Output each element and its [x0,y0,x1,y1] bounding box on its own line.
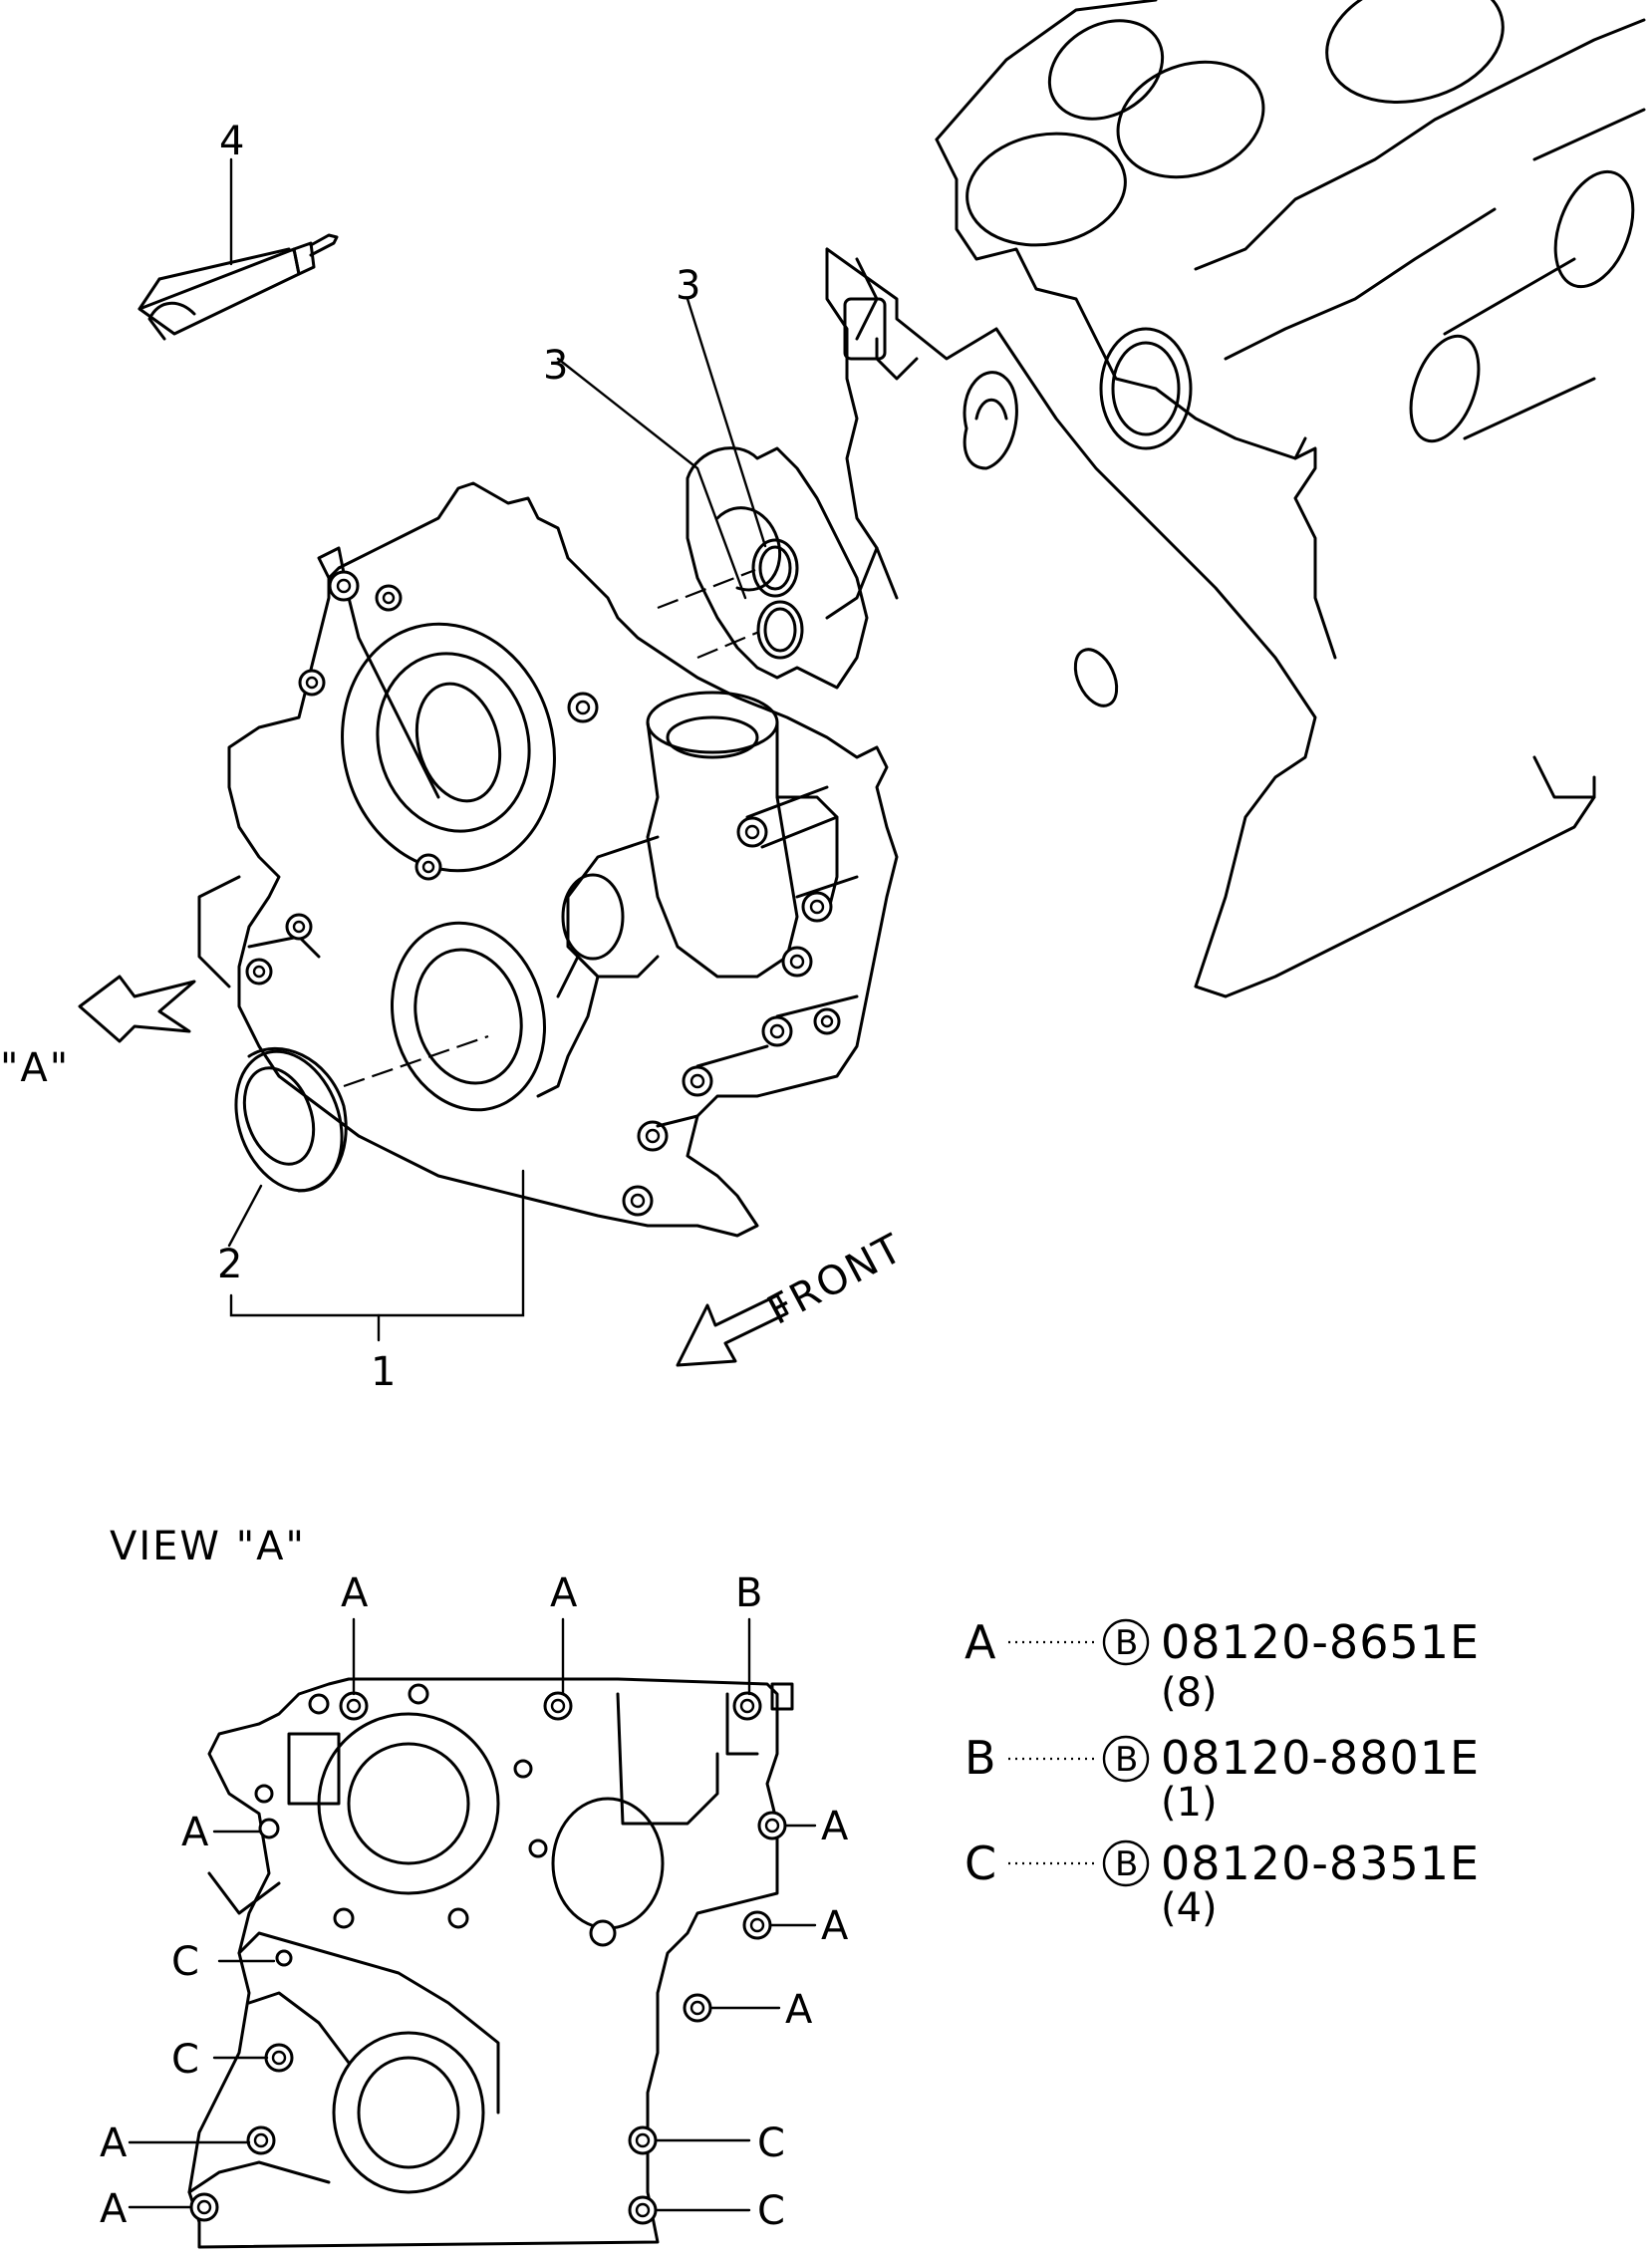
oil-seal [227,1034,489,1248]
callout-part-1: 1 [371,1349,396,1395]
callout-part-3a: 3 [543,343,568,389]
marker-right-3: A [785,1987,813,2033]
leader-part-1 [229,1169,525,1317]
marker-left-c2: C [171,2037,199,2083]
marker-top-mid: A [550,1570,578,1616]
legend-qty-b: (1) [1161,1780,1218,1826]
front-cover [197,481,899,1238]
legend-key-b: B [964,1731,997,1785]
legend-partno-a: 08120-8651E [1161,1615,1480,1669]
sealant-tube [138,157,339,341]
marker-right-c1: C [757,2120,785,2166]
marker-right-1: A [821,1804,849,1849]
marker-left-c1: C [171,1939,199,1985]
marker-left-a2: A [100,2120,128,2166]
legend-partno-b: 08120-8801E [1161,1731,1480,1785]
legend-qty-c: (4) [1161,1885,1218,1931]
legend-circle-a: B [1115,1623,1138,1663]
legend-circle-c: B [1115,1844,1138,1884]
front-label: FRONT [760,1225,911,1333]
view-a-arrow [78,975,196,1043]
callout-part-3b: 3 [676,263,700,309]
marker-right-c2: C [757,2188,785,2234]
view-a-detail [128,1617,817,2249]
engine-block [686,0,1646,998]
marker-right-2: A [821,1903,849,1949]
legend-key-a: A [964,1615,996,1669]
o-rings [556,297,804,660]
callout-part-4: 4 [219,119,244,164]
callout-part-2: 2 [217,1242,242,1287]
front-arrow [676,1293,789,1367]
legend-partno-c: 08120-8351E [1161,1836,1480,1890]
view-arrow-label: "A" [0,1045,70,1091]
marker-left-upper: A [181,1810,209,1855]
marker-top-right: B [735,1570,762,1616]
marker-top-left: A [341,1570,369,1616]
legend-qty-a: (8) [1161,1670,1218,1716]
legend-circle-b: B [1115,1740,1138,1780]
legend-key-c: C [964,1836,997,1890]
marker-left-a3: A [100,2186,128,2232]
legend-leaders [1008,1618,1150,1887]
view-title: VIEW "A" [110,1524,306,1569]
